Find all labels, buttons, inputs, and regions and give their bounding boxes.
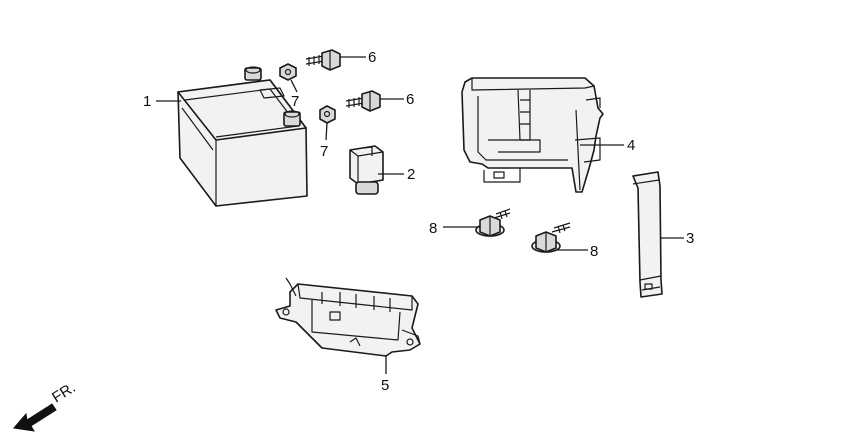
- front-direction-indicator: FR.: [13, 379, 79, 432]
- battery-tray: [275, 277, 421, 357]
- callout-7-upper: 7: [291, 93, 299, 110]
- callout-6-upper: 6: [368, 49, 376, 66]
- callout-5: 5: [381, 377, 389, 394]
- callout-7-lower: 7: [320, 143, 328, 160]
- leader-lines: [156, 56, 684, 374]
- battery-bracket: [461, 77, 604, 193]
- battery-strap: [632, 171, 663, 298]
- bolt-lower: [345, 90, 381, 112]
- fuse-holder: [349, 145, 384, 195]
- battery: [177, 66, 308, 207]
- flange-bolt-right: [531, 222, 571, 253]
- nut-lower: [319, 105, 336, 124]
- leader-7-upper: [290, 79, 298, 93]
- callout-1: 1: [143, 93, 151, 110]
- flange-bolt-left: [475, 208, 511, 237]
- front-direction-label: FR.: [49, 379, 79, 406]
- bolt-upper: [305, 49, 341, 71]
- front-arrow-icon: [13, 403, 57, 432]
- callout-4: 4: [627, 137, 635, 154]
- callout-6-lower: 6: [406, 91, 414, 108]
- leader-7-lower: [325, 122, 328, 141]
- callout-3: 3: [686, 230, 694, 247]
- nut-upper: [279, 63, 297, 81]
- callout-8-right: 8: [590, 243, 598, 260]
- callout-8-left: 8: [429, 220, 437, 237]
- callout-2: 2: [407, 166, 415, 183]
- callout-labels: 1 2 3 4 5 6 6 7 7 8 8: [143, 49, 694, 394]
